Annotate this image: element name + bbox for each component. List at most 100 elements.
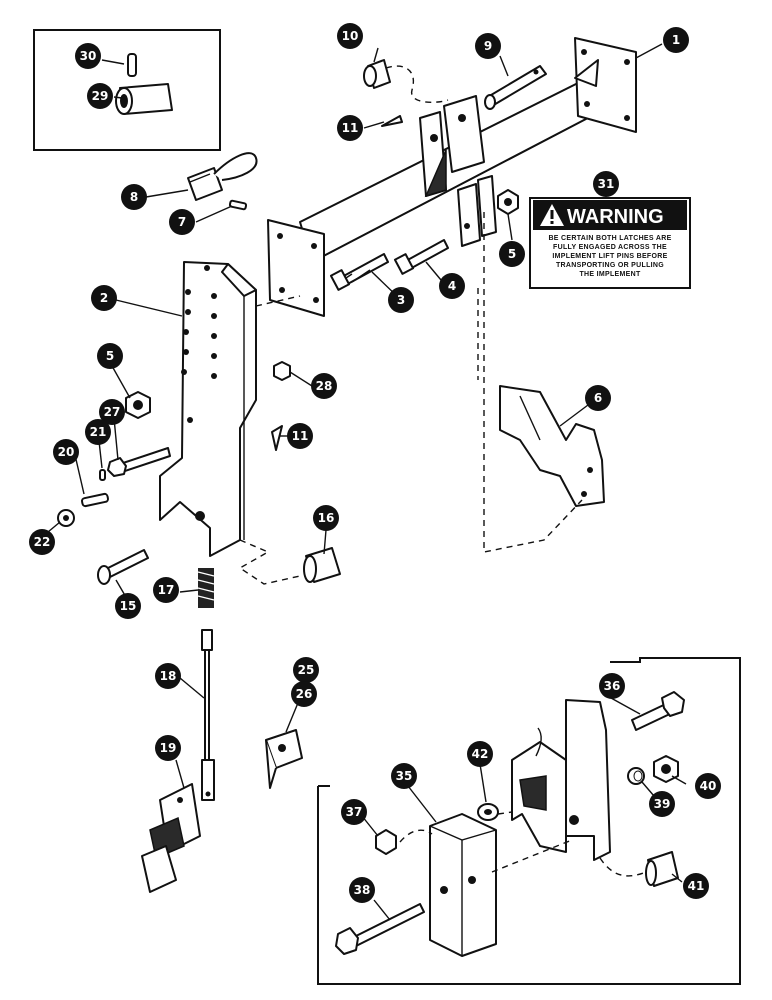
inset-pin-detail [33,29,221,151]
callout-40: 40 [695,773,721,799]
svg-text:21: 21 [90,425,107,439]
pin-part-15 [97,549,149,585]
callout-26: 26 [291,681,317,707]
callout-8: 8 [121,184,147,210]
warning-line-4: TRANSPORTING OR PULLING [556,262,664,269]
callout-30: 30 [75,43,101,69]
callout-5-left: 5 [97,343,123,369]
nut-part-5-left [125,391,151,419]
svg-text:30: 30 [80,49,97,63]
callout-11-mid: 11 [287,423,313,449]
warning-line-3: IMPLEMENT LIFT PINS BEFORE [552,253,667,260]
warning-line-1: BE CERTAIN BOTH LATCHES ARE [548,235,671,242]
callout-6: 6 [585,385,611,411]
callout-22: 22 [29,529,55,555]
callout-19: 19 [155,735,181,761]
callout-9: 9 [475,33,501,59]
latch-handle-part-8 [187,152,258,201]
svg-text:29: 29 [92,89,109,103]
block-part-35 [429,813,497,957]
callout-28: 28 [311,373,337,399]
svg-text:22: 22 [34,535,51,549]
svg-text:10: 10 [342,29,359,43]
nut-part-40 [653,755,679,783]
svg-text:36: 36 [604,679,621,693]
rod-part-18 [201,629,215,801]
callout-41: 41 [683,873,709,899]
bolt-part-38 [335,903,425,955]
callout-1: 1 [663,27,689,53]
svg-text:4: 4 [448,279,456,293]
callout-36: 36 [599,673,625,699]
callout-39: 39 [649,791,675,817]
pin-part-30 [127,53,137,77]
cotter-pin-part-11-mid [271,425,283,451]
bracket-part-19 [141,783,201,893]
svg-text:5: 5 [508,247,516,261]
svg-text:27: 27 [104,405,121,419]
svg-text:7: 7 [178,215,186,229]
callout-16: 16 [313,505,339,531]
svg-text:9: 9 [484,39,492,53]
plate-part-26 [265,729,303,789]
svg-text:18: 18 [160,669,177,683]
svg-text:16: 16 [318,511,335,525]
svg-text:5: 5 [106,349,114,363]
callout-35: 35 [391,763,417,789]
cotter-pin-part-11-top [381,115,403,127]
svg-text:39: 39 [654,797,671,811]
svg-text:41: 41 [688,879,705,893]
callout-29: 29 [87,83,113,109]
spring-part-17 [197,568,215,608]
bushing-part-16 [303,547,341,583]
svg-text:40: 40 [700,779,717,793]
callout-4: 4 [439,273,465,299]
nut-part-37 [375,829,397,855]
washer-part-22 [57,509,75,527]
callout-42: 42 [467,741,493,767]
svg-text:38: 38 [354,883,371,897]
svg-text:2: 2 [100,291,108,305]
callout-7: 7 [169,209,195,235]
svg-text:11: 11 [342,121,359,135]
callout-21: 21 [85,419,111,445]
pin-part-20 [81,492,109,508]
callout-20: 20 [53,439,79,465]
callout-38: 38 [349,877,375,903]
bushing-part-41 [645,851,679,887]
svg-text:28: 28 [316,379,333,393]
leader-lines [47,43,687,921]
callout-27: 27 [99,399,125,425]
pin-part-9 [484,65,547,110]
washer-part-42 [477,803,499,821]
callout-25: 25 [293,657,319,683]
callout-31: 31 [593,171,619,197]
callout-5-upper: 5 [499,241,525,267]
latch-body-part-2 [159,261,257,557]
bolt-part-3 [329,253,389,291]
nut-part-5-upper [497,189,519,215]
callout-2: 2 [91,285,117,311]
svg-text:3: 3 [397,293,405,307]
callout-3: 3 [388,287,414,313]
callout-11-top: 11 [337,115,363,141]
svg-text:26: 26 [296,687,313,701]
callout-37: 37 [341,799,367,825]
callouts: 1 9 10 11 30 29 8 7 31 5 2 3 4 5 28 6 27… [29,23,721,903]
svg-text:25: 25 [298,663,315,677]
warning-title: WARNING [567,206,664,228]
svg-text:31: 31 [598,177,615,191]
pin-part-7 [228,199,248,211]
svg-text:42: 42 [472,747,489,761]
callout-17: 17 [153,577,179,603]
roll-pin-part-21 [99,469,106,481]
bolt-part-36 [631,691,685,731]
warning-decal-part-31: WARNING BE CERTAIN BOTH LATCHES ARE FULL… [529,197,691,289]
callout-18: 18 [155,663,181,689]
svg-text:8: 8 [130,190,138,204]
bushing-part-10 [363,59,391,89]
warning-line-2: FULLY ENGAGED ACROSS THE [553,244,667,251]
nut-part-28 [273,361,291,381]
svg-text:6: 6 [594,391,602,405]
